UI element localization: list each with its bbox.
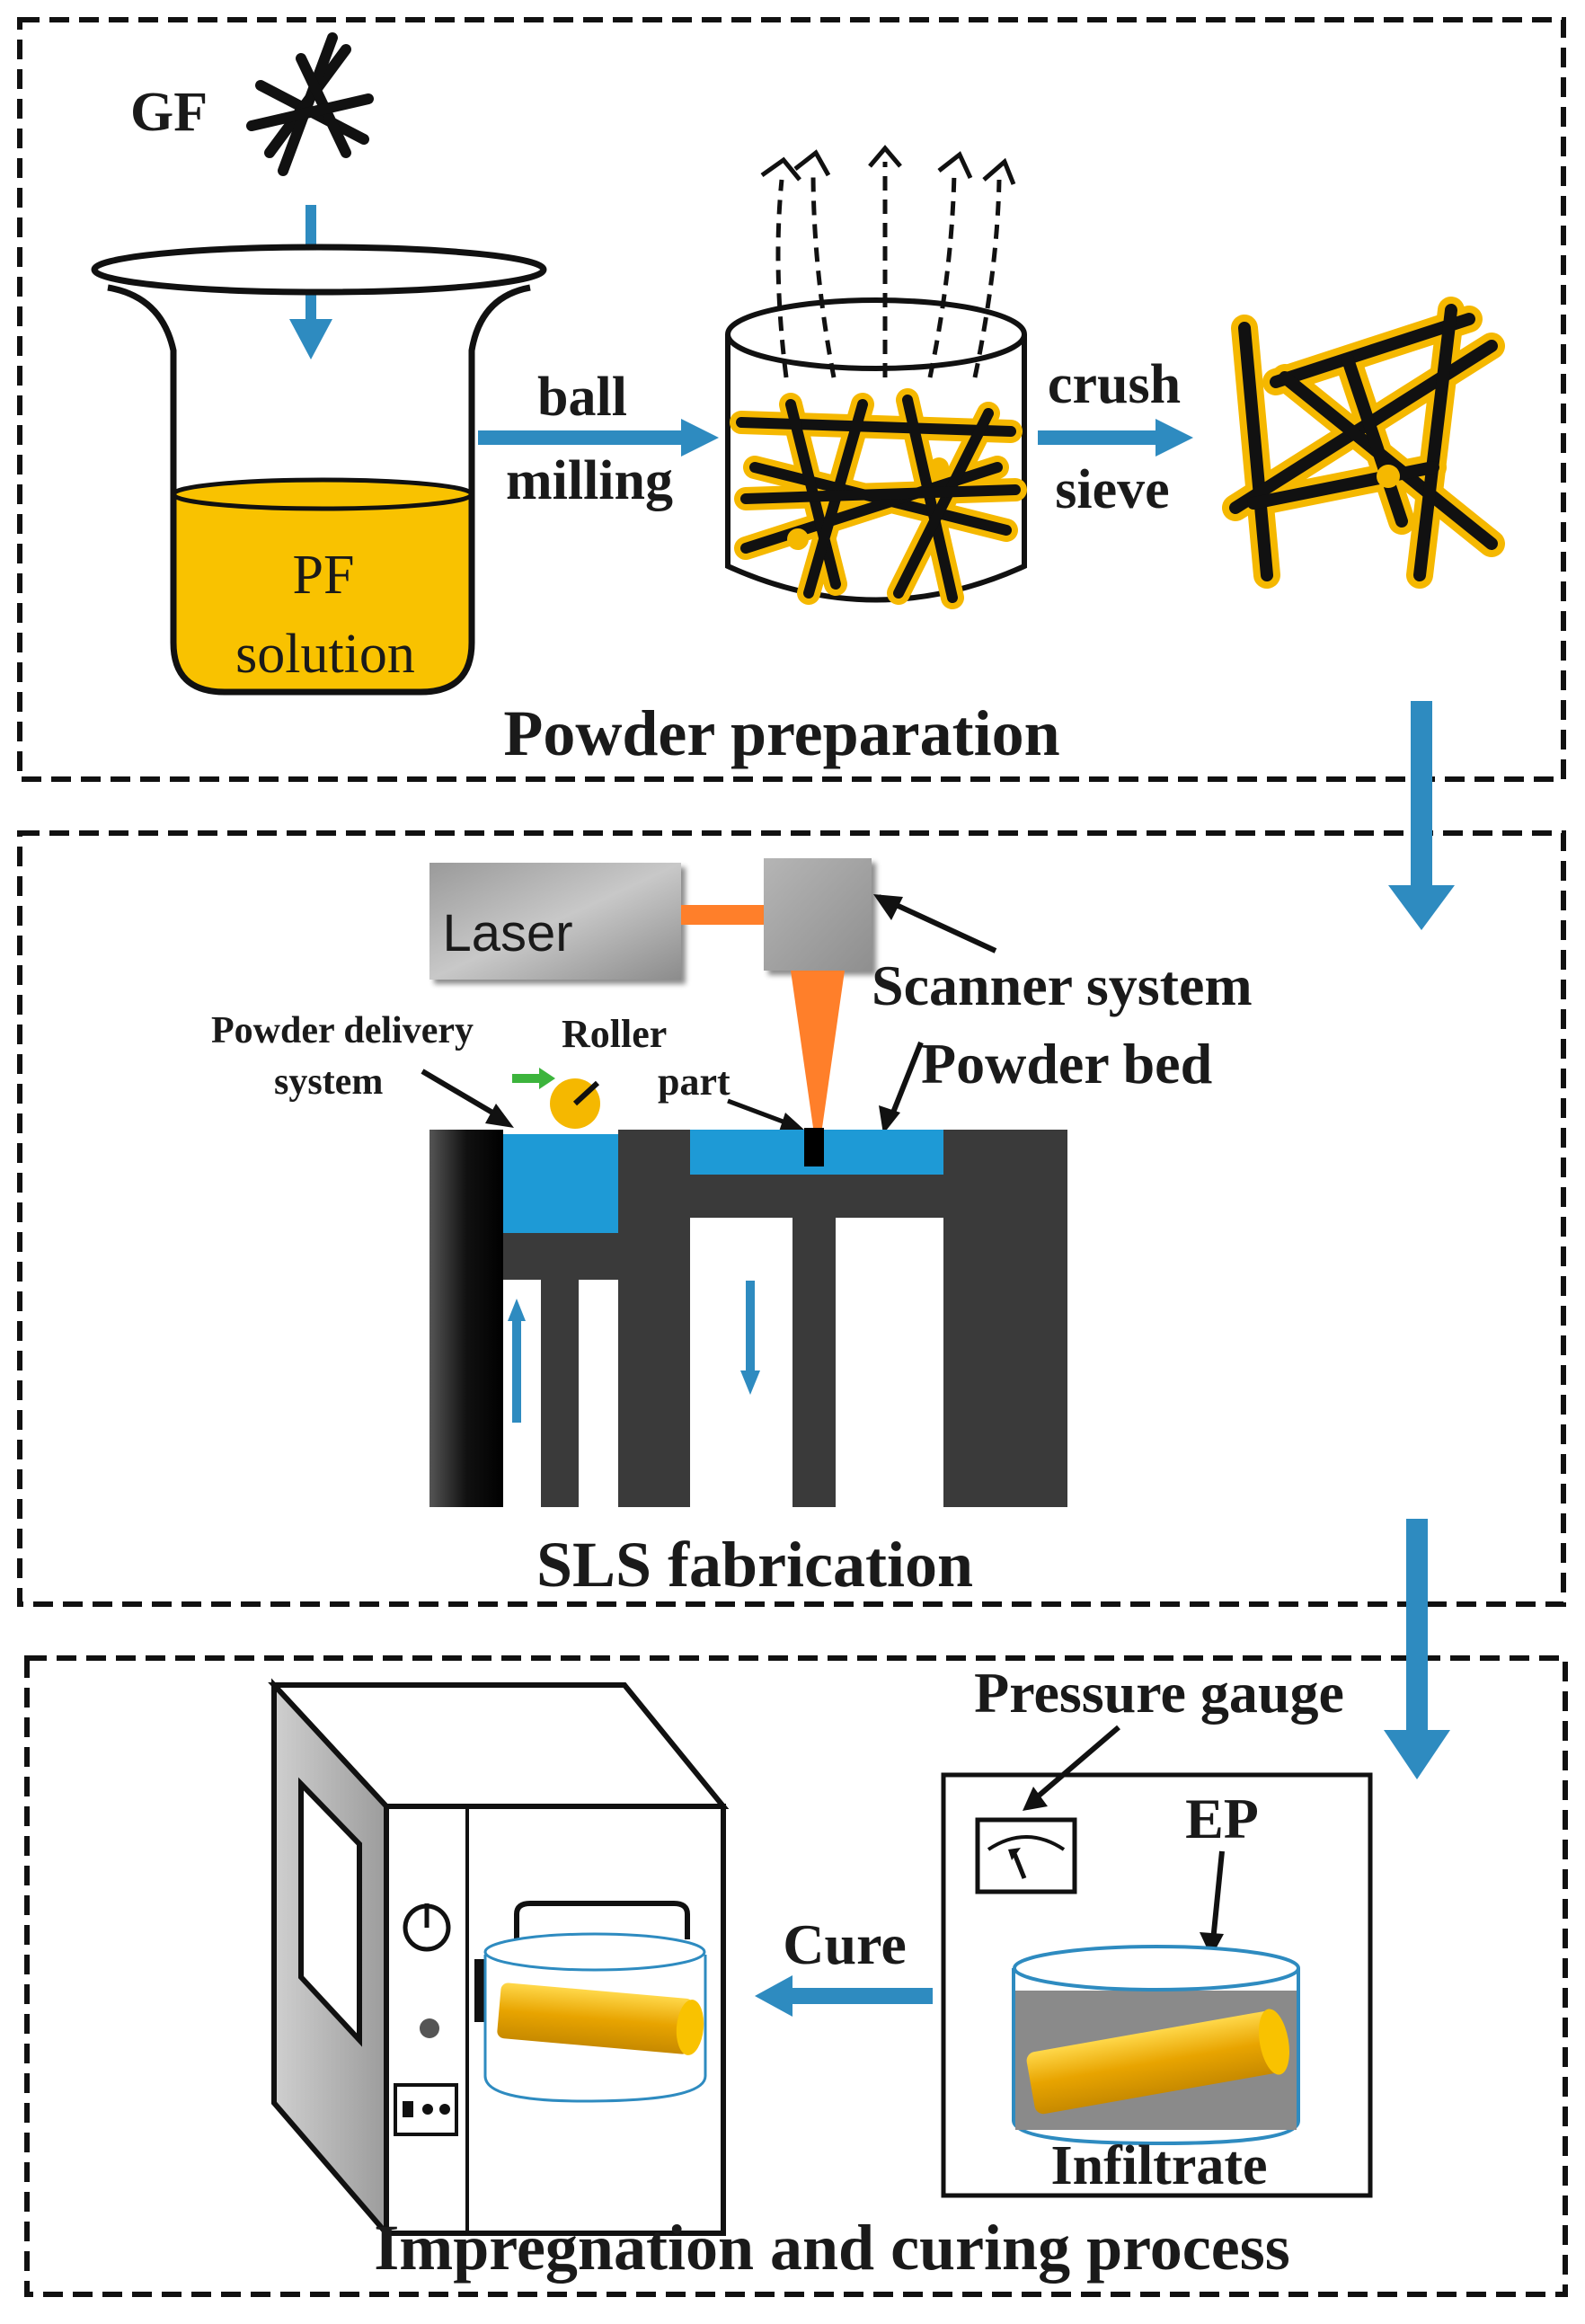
- pressure-gauge-pointer: [1030, 1725, 1120, 1805]
- cure-label: Cure: [783, 1912, 906, 1976]
- machine-middle-wall: [618, 1130, 690, 1507]
- vapor-arrow-heads: [760, 145, 1016, 185]
- part-pointer: [727, 1098, 793, 1128]
- resin-sample-cylinder: [1026, 2009, 1290, 2115]
- arrow-to-crush-sieve: [1038, 419, 1193, 457]
- build-piston-down-arrow: [740, 1281, 760, 1395]
- scanner-box: [764, 858, 872, 971]
- powder-delivery-pointer: [421, 1069, 505, 1122]
- ep-label: EP: [1185, 1787, 1259, 1850]
- arrow-to-ball-mill: [478, 419, 719, 457]
- powder-delivery-pointer-head: [485, 1104, 514, 1128]
- ball-label: ball: [537, 367, 627, 428]
- feed-powder: [503, 1134, 618, 1233]
- curing-oven: [268, 1678, 730, 2241]
- ep-pointer-head: [1200, 1932, 1224, 1957]
- section-frame-impregnation: [24, 1655, 1568, 2297]
- oven-display: [394, 2083, 458, 2136]
- powder-preparation-title: Powder preparation: [503, 697, 1059, 769]
- powder-delivery-label: Powder delivery: [211, 1010, 474, 1051]
- crush-label: crush: [1048, 354, 1181, 415]
- scanner-system-label: Scanner system: [872, 954, 1253, 1017]
- roller: [550, 1078, 600, 1129]
- part-pointer-head: [778, 1113, 805, 1134]
- vapor-arrows: [775, 162, 1002, 378]
- gf-label: GF: [130, 82, 208, 143]
- feed-piston-up-arrow: [508, 1299, 526, 1423]
- infiltrate-label: Infiltrate: [1050, 2135, 1267, 2196]
- part-label: part: [658, 1060, 731, 1104]
- laser-beam-vertical: [791, 971, 845, 1128]
- powder-bed-pointer: [887, 1041, 924, 1123]
- roller-label: Roller: [562, 1012, 667, 1056]
- powder-bed-pointer-head: [879, 1105, 900, 1134]
- sls-machine: [429, 1128, 1067, 1507]
- arrow-section1-to-section2: [1388, 701, 1455, 930]
- milling-fibers: [730, 388, 1027, 609]
- pf-solution-label: solution: [235, 624, 415, 685]
- coated-fiber-powder: [1222, 297, 1505, 589]
- sieve-label: sieve: [1055, 459, 1169, 520]
- impregnation-title: Impregnation and curing process: [374, 2212, 1289, 2284]
- powder-delivery-label-line2: system: [274, 1061, 383, 1103]
- pressure-gauge-icon: [975, 1817, 1077, 1894]
- arrow-cure: [755, 1975, 933, 2017]
- built-part: [804, 1128, 824, 1166]
- oven-sample-cylinder: [497, 1982, 704, 2055]
- milling-label: milling: [506, 450, 673, 511]
- machine-left-wall: [429, 1130, 503, 1507]
- roller-direction-arrow: [512, 1068, 555, 1089]
- ep-pointer: [1210, 1850, 1225, 1942]
- laser-box: [429, 863, 681, 980]
- pressure-gauge-pointer-head: [1023, 1787, 1048, 1811]
- feed-piston-plate: [503, 1233, 618, 1280]
- gf-fiber-icon: [246, 32, 374, 176]
- sls-fabrication-title: SLS fabrication: [536, 1529, 973, 1601]
- pf-label: PF: [293, 545, 355, 606]
- laser-beam-horizontal: [681, 905, 764, 925]
- powder-bed-label: Powder bed: [921, 1032, 1212, 1095]
- feed-piston-rod: [541, 1280, 579, 1507]
- oven-knob: [420, 2018, 439, 2038]
- scanner-pointer-head: [873, 894, 903, 920]
- pressure-gauge-label: Pressure gauge: [974, 1661, 1344, 1725]
- laser-label: Laser: [442, 904, 572, 962]
- arrow-section2-to-section3: [1384, 1519, 1450, 1779]
- build-piston-plate: [690, 1175, 943, 1218]
- build-piston-rod: [792, 1218, 836, 1507]
- section-frame-sls-fabrication: [17, 830, 1566, 1607]
- machine-right-wall: [943, 1130, 1067, 1507]
- section-frame-powder-preparation: [17, 17, 1566, 782]
- beaker: [91, 244, 547, 696]
